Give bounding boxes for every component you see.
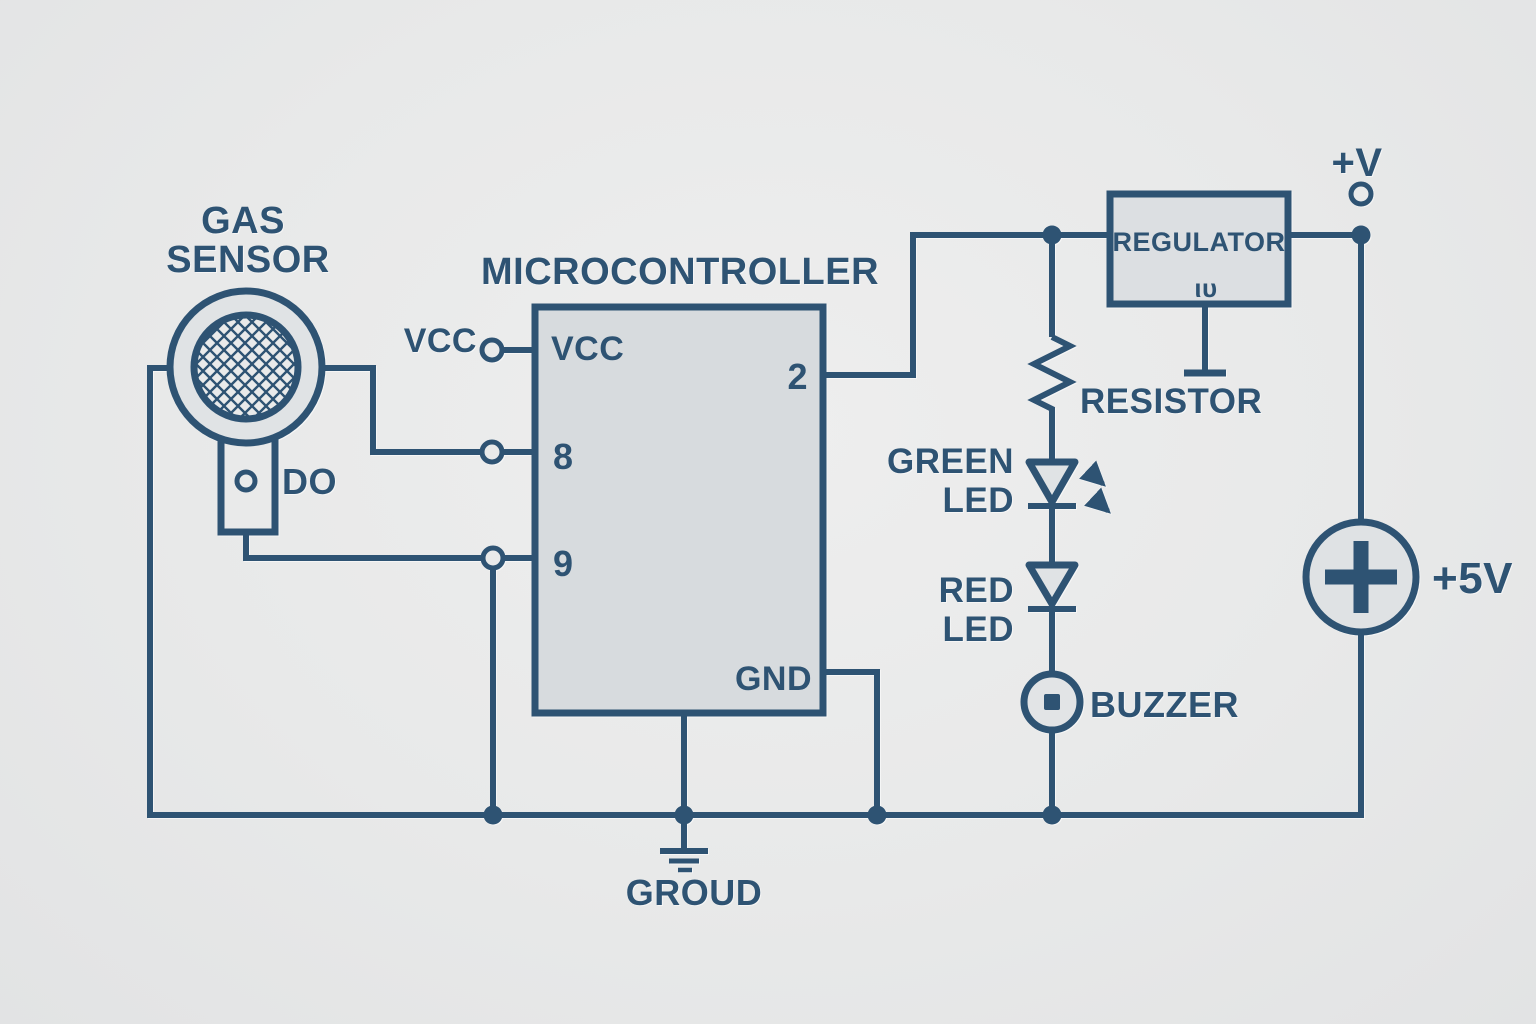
regulator-mark: ιυ: [1194, 273, 1217, 303]
microcontroller-box: [531, 303, 827, 717]
red-led-label-line1: RED: [939, 571, 1014, 610]
green-led-label-line1: GREEN: [887, 442, 1014, 481]
red-led-symbol: [1025, 561, 1079, 612]
mcu-pin-8-label: 8: [553, 436, 574, 477]
ground-label: GROUD: [626, 872, 763, 913]
gas-sensor-symbol: [166, 287, 326, 536]
sensor-mesh: [194, 315, 298, 419]
wire-gnd-pin-to-bus: [823, 669, 880, 815]
junction-dot: [483, 805, 503, 825]
supply-5v-label: +5V: [1432, 554, 1513, 603]
red-led-label-line2: LED: [943, 610, 1015, 649]
plus-v-terminal: [1348, 181, 1374, 207]
regulator-box: [1106, 190, 1292, 308]
mcu-pin-9-label: 9: [553, 543, 574, 584]
mcu-pin-vcc-label: VCC: [551, 330, 624, 368]
light-emission-arrows: [1079, 460, 1111, 514]
mcu-pin-2-label: 2: [787, 356, 808, 397]
sensor-mesh-border: [190, 311, 302, 423]
junction-dot: [674, 805, 694, 825]
junction-dot: [1042, 225, 1062, 245]
junction-dot: [867, 805, 887, 825]
vcc-source-label: VCC: [404, 322, 477, 360]
ground-symbol: [660, 848, 708, 873]
junction-dots: [483, 225, 1371, 825]
vcc-terminal: [479, 337, 505, 363]
do-terminal: [234, 469, 258, 493]
regulator-gnd-terminal: [1184, 304, 1226, 377]
buzzer-symbol: [1020, 670, 1084, 734]
do-pin-label: DO: [282, 461, 337, 502]
plus-sign: [1325, 541, 1397, 613]
resistor-symbol: [1027, 334, 1077, 412]
pin9-terminal: [480, 545, 506, 571]
junction-dot: [1351, 225, 1371, 245]
mcu-pin-gnd-label: GND: [735, 660, 812, 698]
positive-v-label: +V: [1331, 141, 1382, 185]
green-led-label-line2: LED: [943, 481, 1015, 520]
gas-sensor-label-line1: GAS: [201, 200, 285, 242]
gas-sensor-label-line2: SENSOR: [166, 239, 329, 281]
microcontroller-title: MICROCONTROLLER: [481, 251, 879, 293]
terminals: [234, 181, 1374, 571]
buzzer-label: BUZZER: [1090, 684, 1239, 725]
junction-dot: [1042, 805, 1062, 825]
regulator-label: REGULATOR: [1113, 227, 1286, 257]
green-led-symbol: [1025, 458, 1111, 514]
wire-sensor-to-pin8: [320, 365, 535, 455]
pin8-terminal: [479, 439, 505, 465]
power-source-symbol: [1302, 518, 1420, 636]
wire-pin2-to-regulator: [823, 232, 1110, 378]
resistor-label: RESISTOR: [1080, 382, 1262, 421]
